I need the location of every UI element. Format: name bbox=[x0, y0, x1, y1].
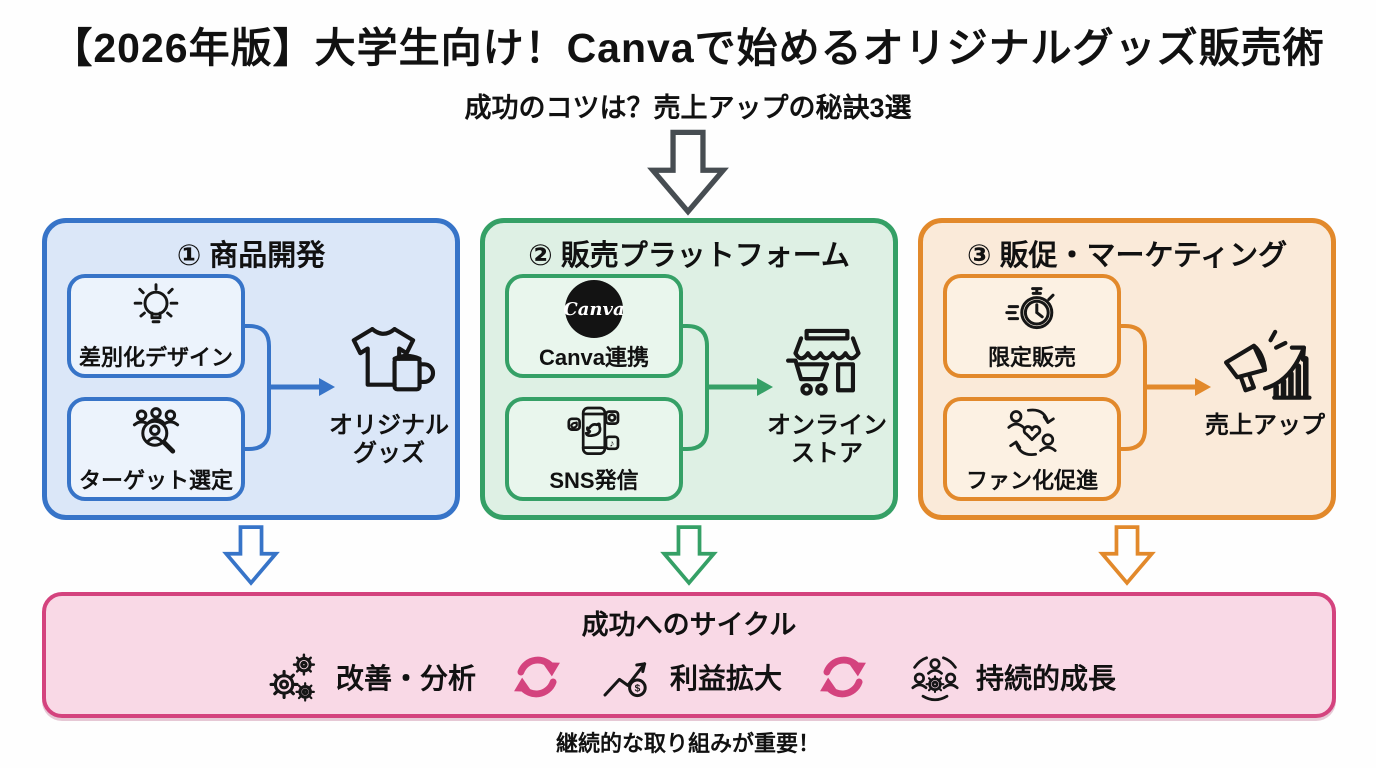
svg-text:$: $ bbox=[635, 683, 641, 694]
lightbulb-icon bbox=[127, 280, 185, 338]
megaphone-chart-icon bbox=[1215, 318, 1315, 406]
profit-growth-icon: $ bbox=[598, 647, 660, 707]
merge-bracket-arrow bbox=[243, 324, 335, 451]
card-label: SNS発信 bbox=[549, 468, 639, 493]
cycle-row: 改善・分析 $ 利 bbox=[46, 646, 1332, 708]
down-arrow-blue-icon bbox=[220, 524, 282, 586]
footer-note: 継続的な取り組みが重要！ bbox=[555, 731, 820, 756]
down-arrow-green-icon bbox=[658, 524, 720, 586]
tshirt-mug-icon bbox=[342, 318, 436, 406]
down-arrow-icon bbox=[643, 128, 733, 216]
online-store-icon bbox=[779, 318, 875, 406]
page-subtitle: 成功のコツは？売上アップの秘訣3選 bbox=[464, 93, 912, 123]
card-canva-link: Canva Canva連携 bbox=[505, 274, 683, 378]
cycle-item-label: 持続的成長 bbox=[976, 663, 1117, 694]
cycle-arrows-icon bbox=[504, 646, 570, 708]
section-promotion-marketing: ③ 販促・マーケティング 限定販売 bbox=[918, 218, 1336, 520]
cycle-item-profit-expansion: $ 利益拡大 bbox=[598, 647, 782, 707]
result-original-goods: オリジナル グッズ bbox=[323, 318, 455, 469]
card-label: 差別化デザイン bbox=[78, 345, 233, 370]
card-differentiated-design: 差別化デザイン bbox=[67, 274, 245, 378]
result-label: オンライン ストア bbox=[767, 412, 887, 468]
cycle-item-label: 利益拡大 bbox=[669, 663, 782, 694]
sns-phone-icon: ♪ bbox=[564, 403, 624, 461]
card-limited-sales: 限定販売 bbox=[943, 274, 1121, 378]
svg-text:♪: ♪ bbox=[610, 438, 615, 449]
card-sns-posting: ♪ SNS発信 bbox=[505, 397, 683, 501]
sustainable-growth-icon bbox=[904, 647, 966, 707]
section-product-development: ① 商品開発 差別化デザイン bbox=[42, 218, 460, 520]
card-fan-promotion: ファン化促進 bbox=[943, 397, 1121, 501]
canva-logo-text: Canva bbox=[563, 298, 625, 320]
page-title: 【2026年版】大学生向け！Canvaで始めるオリジナルグッズ販売術 bbox=[51, 25, 1325, 71]
merge-bracket-arrow bbox=[1119, 324, 1211, 451]
cycle-item-label: 改善・分析 bbox=[335, 663, 476, 694]
stopwatch-icon bbox=[1002, 280, 1062, 338]
card-label: Canva連携 bbox=[538, 345, 650, 370]
card-label: ファン化促進 bbox=[965, 468, 1098, 493]
down-arrow-orange-icon bbox=[1096, 524, 1158, 586]
canva-logo-icon: Canva bbox=[563, 280, 625, 338]
section-title: ③ 販促・マーケティング bbox=[966, 240, 1288, 272]
card-label: ターゲット選定 bbox=[78, 468, 233, 493]
section-sales-platform: ② 販売プラットフォーム Canva Canva連携 ♪ S bbox=[480, 218, 898, 520]
cycle-title: 成功へのサイクル bbox=[581, 610, 797, 640]
cycle-arrows-icon bbox=[810, 646, 876, 708]
result-label: オリジナル グッズ bbox=[329, 412, 449, 468]
section-title: ① 商品開発 bbox=[176, 240, 326, 272]
result-label: 売上アップ bbox=[1205, 412, 1325, 439]
result-online-store: オンライン ストア bbox=[761, 318, 893, 469]
gears-icon bbox=[262, 646, 326, 708]
section-title: ② 販売プラットフォーム bbox=[528, 240, 850, 272]
cycle-item-sustainable-growth: 持続的成長 bbox=[904, 647, 1116, 707]
card-label: 限定販売 bbox=[987, 345, 1076, 370]
target-audience-icon bbox=[126, 403, 186, 461]
card-target-selection: ターゲット選定 bbox=[67, 397, 245, 501]
merge-bracket-arrow bbox=[681, 324, 773, 451]
cycle-item-improve-analyze: 改善・分析 bbox=[262, 646, 476, 708]
result-sales-up: 売上アップ bbox=[1199, 318, 1331, 440]
fan-cycle-icon bbox=[1001, 403, 1063, 461]
success-cycle-panel: 成功へのサイクル 改善・分析 bbox=[42, 592, 1336, 718]
